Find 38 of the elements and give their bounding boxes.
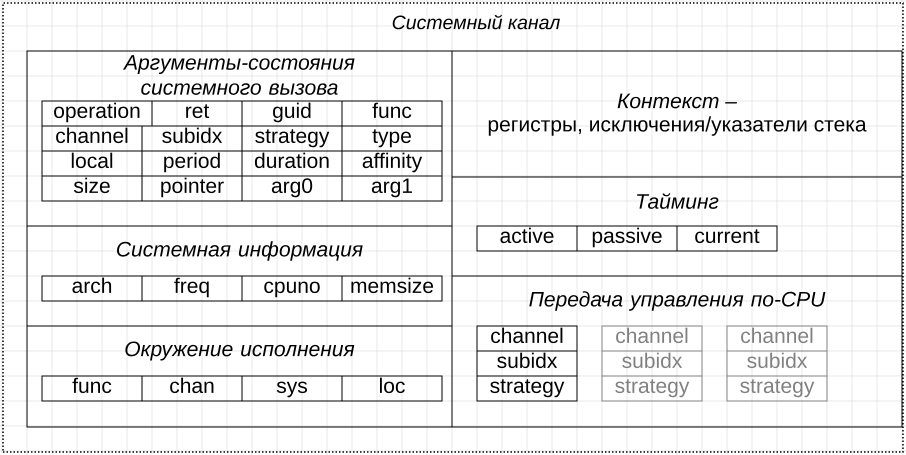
- field-cell: func: [42, 375, 142, 402]
- field-cell: subidx: [602, 350, 702, 376]
- field-cell: operation: [42, 100, 152, 126]
- field-cell: strategy: [476, 375, 578, 402]
- field-cell: passive: [576, 226, 678, 252]
- field-cell: freq: [142, 275, 242, 302]
- field-cell: func: [342, 100, 442, 126]
- field-cell: subidx: [476, 350, 578, 376]
- title: Системный канал: [392, 14, 560, 30]
- field-cell: guid: [242, 100, 342, 126]
- field-cell: period: [142, 150, 242, 176]
- field-cell: type: [342, 126, 442, 152]
- field-cell: current: [676, 226, 778, 252]
- field-cell: active: [476, 226, 578, 252]
- field-cell: loc: [342, 375, 442, 402]
- field-cell: subidx: [726, 350, 828, 376]
- field-cell: strategy: [726, 375, 828, 402]
- section-box: Контекст – регистры, исключения/указатели стека: [452, 50, 902, 178]
- field-cell: subidx: [142, 126, 242, 152]
- field-cell: channel: [476, 326, 578, 352]
- field-cell: pointer: [142, 176, 242, 202]
- field-cell: local: [42, 150, 142, 176]
- field-cell: sys: [242, 375, 342, 402]
- field-cell: size: [42, 176, 142, 202]
- field-cell: chan: [142, 375, 242, 402]
- field-cell: arg0: [242, 176, 342, 202]
- field-cell: memsize: [342, 275, 442, 302]
- field-cell: cpuno: [242, 275, 342, 302]
- field-cell: ret: [152, 100, 242, 126]
- field-cell: arg1: [342, 176, 442, 202]
- field-cell: channel: [602, 326, 702, 352]
- field-cell: strategy: [602, 375, 702, 402]
- field-cell: duration: [242, 150, 342, 176]
- field-cell: channel: [726, 326, 828, 352]
- field-cell: arch: [42, 275, 142, 302]
- field-cell: channel: [42, 126, 142, 152]
- field-cell: strategy: [242, 126, 342, 152]
- field-cell: affinity: [342, 150, 442, 176]
